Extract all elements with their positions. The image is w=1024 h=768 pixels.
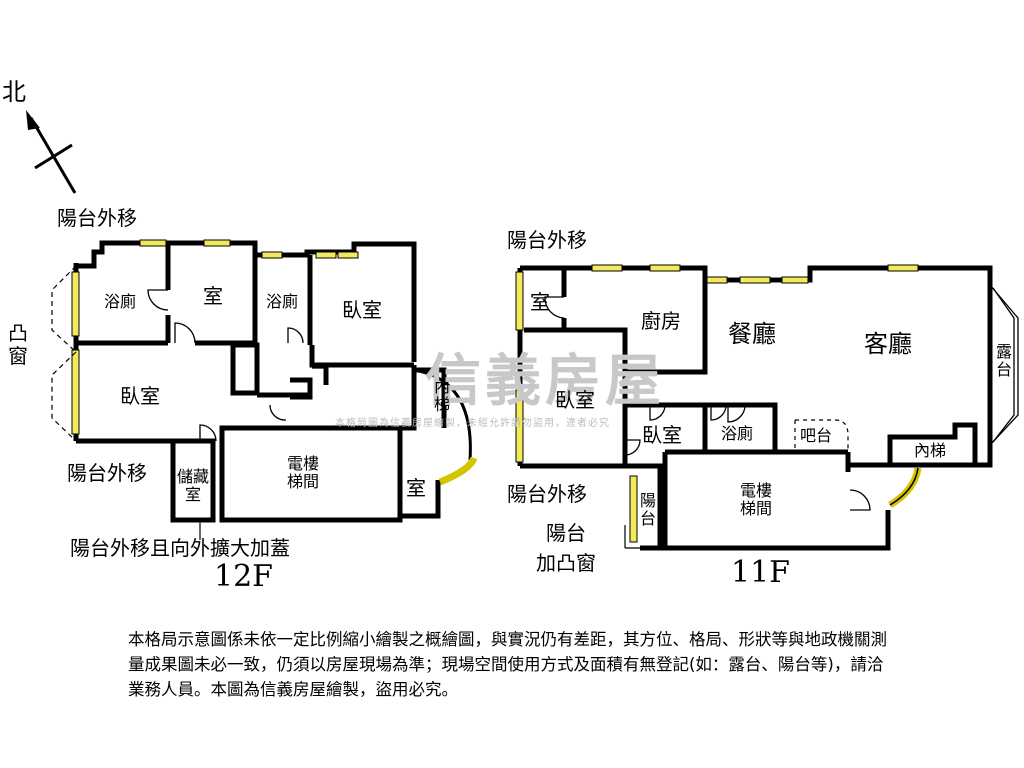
north-arrow-icon bbox=[26, 110, 77, 194]
room-bedroom2-12f: 臥室 bbox=[120, 384, 160, 408]
room-room1-11f: 室 bbox=[530, 290, 550, 314]
room-elevator-11f: 電樓 梯間 bbox=[740, 481, 773, 519]
room-bath1-12f: 浴廁 bbox=[104, 292, 137, 311]
annotation-balcony-top-11f: 陽台外移 bbox=[507, 228, 587, 252]
room-bedroom1-12f: 臥室 bbox=[342, 298, 382, 322]
room-bedroom1-11f: 臥室 bbox=[555, 388, 595, 412]
room-bath-11f: 浴廁 bbox=[721, 424, 754, 443]
annotation-balcony-bottom-11f: 陽台外移 bbox=[507, 482, 587, 506]
room-storage-12f: 儲藏 室 bbox=[177, 467, 210, 505]
doors-12f bbox=[147, 289, 326, 442]
room-elevator-12f: 電樓 梯間 bbox=[287, 454, 320, 492]
doors-11f bbox=[544, 296, 871, 511]
room-bar-11f: 吧台 bbox=[800, 426, 833, 445]
room-bedroom2-11f: 臥室 bbox=[642, 423, 682, 447]
room-dining-11f: 餐廳 bbox=[728, 320, 776, 348]
windows-12f bbox=[71, 239, 359, 435]
floor-label-11f: 11F bbox=[731, 555, 790, 590]
bay-window-12f bbox=[51, 265, 77, 442]
annotation-balcony-expand-12f: 陽台外移且向外擴大加蓋 bbox=[70, 536, 290, 560]
floor-label-12f: 12F bbox=[214, 559, 273, 594]
room-room1-12f: 室 bbox=[203, 284, 223, 308]
terrace-11f bbox=[989, 284, 1019, 446]
watermark-notice: 本格局圖為信義房屋繪製，未經允許請勿盜用，違者必究 bbox=[335, 418, 610, 429]
annotation-balcony-bottom-12f: 陽台外移 bbox=[67, 461, 147, 485]
stair-curve-11f bbox=[888, 467, 922, 509]
room-balcony-11f: 陽 台 bbox=[640, 491, 657, 529]
bar-dashed-11f bbox=[794, 419, 849, 452]
room-living-11f: 客廳 bbox=[864, 330, 912, 358]
leader-lines bbox=[199, 520, 660, 549]
annotation-bay-window-12f: 凸 窗 bbox=[8, 321, 28, 368]
disclaimer-text: 本格局示意圖係未依一定比例縮小繪製之概繪圖，與實況仍有差距，其方位、格局、形狀等… bbox=[128, 630, 887, 699]
annotation-balcony-bay-11f: 陽台 加凸窗 bbox=[536, 521, 596, 575]
room-inner-stair-11f: 內梯 bbox=[914, 441, 947, 460]
room-room2-12f: 室 bbox=[406, 476, 426, 500]
watermark-brand: 信義房屋 bbox=[425, 349, 665, 414]
compass-label: 北 bbox=[2, 78, 26, 106]
room-inner-stair-12f: 內 梯 bbox=[434, 377, 451, 415]
stair-curve-12f bbox=[413, 368, 478, 486]
room-kitchen-11f: 廚房 bbox=[641, 309, 681, 333]
windows-11f bbox=[515, 264, 919, 543]
room-bath2-12f: 浴廁 bbox=[266, 292, 299, 311]
room-terrace-11f: 露 台 bbox=[996, 342, 1013, 380]
annotation-balcony-top-12f: 陽台外移 bbox=[57, 206, 137, 230]
